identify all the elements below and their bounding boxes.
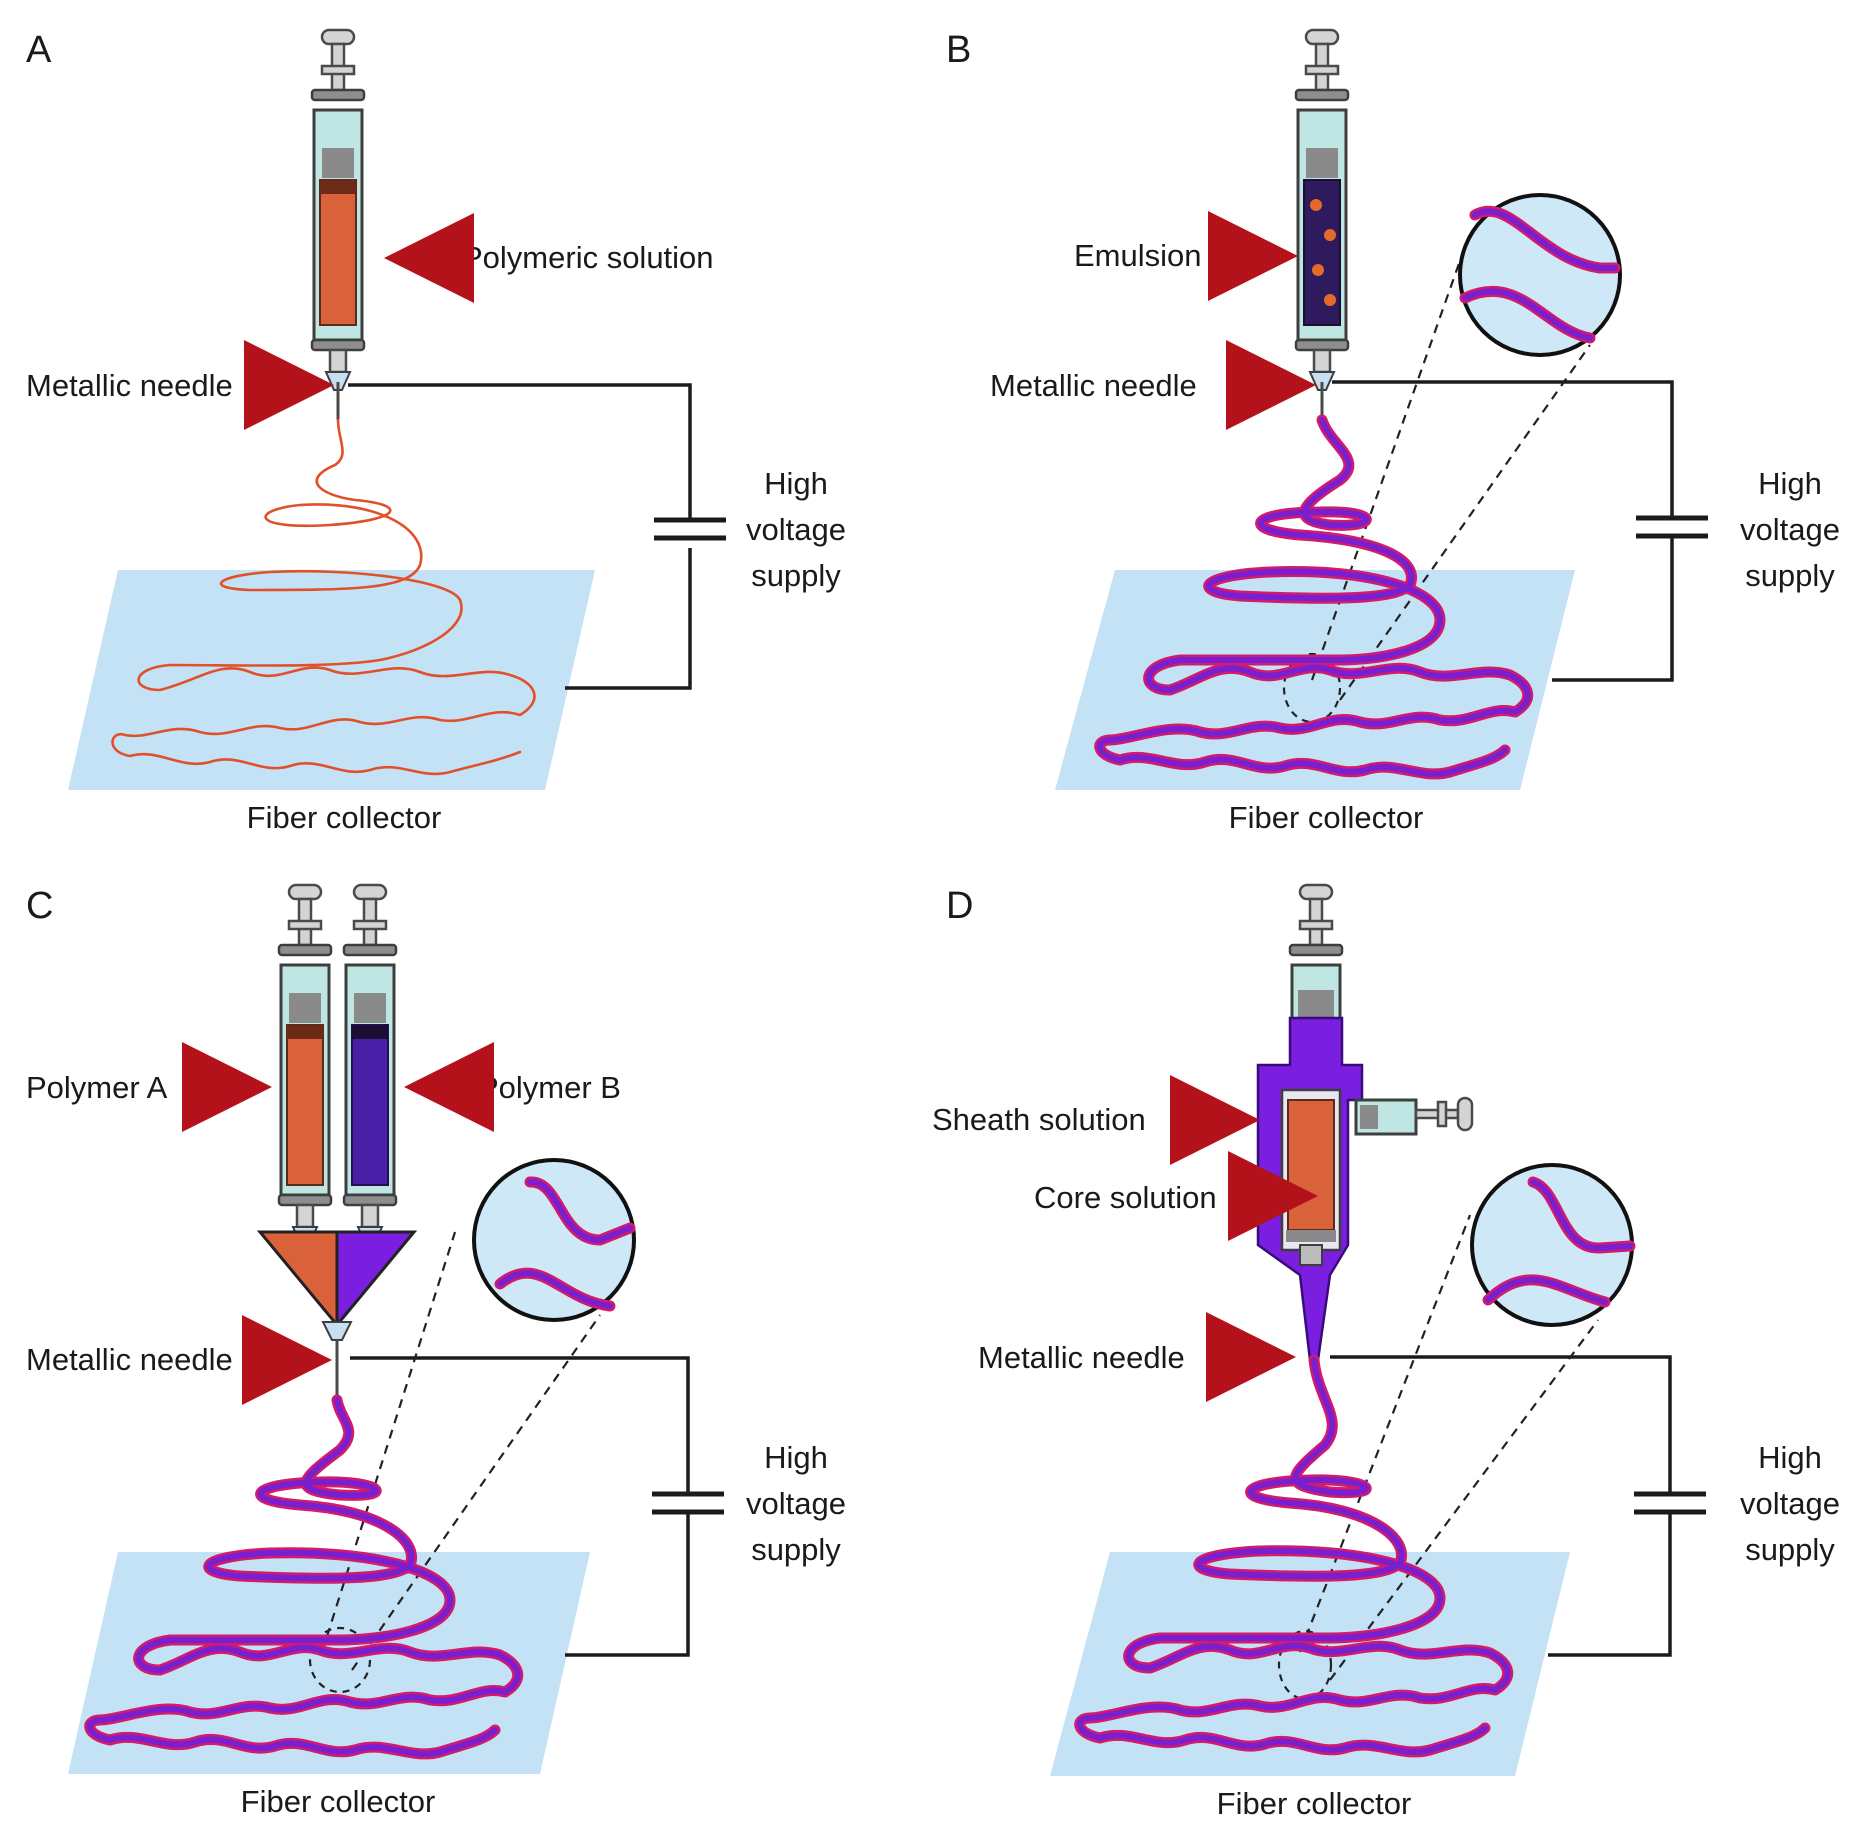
high-voltage-label-line3: supply	[1745, 1532, 1835, 1567]
metallic-needle-label: Metallic needle	[26, 368, 233, 403]
fiber-collector-label: Fiber collector	[247, 800, 442, 835]
syringe	[1294, 28, 1350, 392]
high-voltage-label-line1: High	[1758, 1440, 1822, 1475]
high-voltage-label-line2: voltage	[1740, 1486, 1840, 1521]
polymer-a-label: Polymer A	[26, 1070, 168, 1105]
fiber-collector-label: Fiber collector	[241, 1784, 436, 1819]
fiber-collector-label: Fiber collector	[1217, 1786, 1412, 1821]
dual-nozzle-funnel	[256, 1230, 418, 1341]
fiber-collector-plate	[68, 570, 595, 790]
syringe-a	[277, 883, 333, 1247]
fiber-collector-label: Fiber collector	[1229, 800, 1424, 835]
syringe-b	[342, 883, 398, 1247]
high-voltage-label-line3: supply	[1745, 558, 1835, 593]
metallic-needle-label: Metallic needle	[990, 368, 1197, 403]
core-solution-label: Core solution	[1034, 1180, 1217, 1215]
panel-b: B Emulsion	[946, 28, 1840, 835]
panel-c: C	[26, 883, 846, 1819]
high-voltage-label-line3: supply	[751, 1532, 841, 1567]
polymer-b-label: Polymer B	[478, 1070, 621, 1105]
high-voltage-label-line2: voltage	[746, 512, 846, 547]
high-voltage-label-line2: voltage	[1740, 512, 1840, 547]
high-voltage-label-line1: High	[764, 1440, 828, 1475]
high-voltage-label-line3: supply	[751, 558, 841, 593]
high-voltage-label-line1: High	[1758, 466, 1822, 501]
sheath-solution-label: Sheath solution	[932, 1102, 1146, 1137]
polymer-fiber	[1074, 1354, 1513, 1758]
magnification-circle	[1458, 193, 1622, 357]
metallic-needle-label: Metallic needle	[978, 1340, 1185, 1375]
panel-letter-a: A	[26, 29, 52, 71]
high-voltage-label-line2: voltage	[746, 1486, 846, 1521]
high-voltage-label-line1: High	[764, 466, 828, 501]
coaxial-syringe	[1256, 883, 1474, 1362]
panel-letter-d: D	[946, 885, 973, 927]
emulsion-label: Emulsion	[1074, 238, 1202, 273]
panel-a: A Polymeric solution Metallic needle Hig…	[26, 28, 846, 835]
polymer-fiber	[84, 1394, 523, 1760]
polymer-fiber	[1094, 414, 1533, 780]
syringe	[310, 28, 366, 392]
panel-letter-c: C	[26, 885, 53, 927]
panel-letter-b: B	[946, 29, 971, 71]
polymeric-solution-label: Polymeric solution	[462, 240, 714, 275]
polymer-fiber	[111, 418, 536, 776]
panel-d: D	[932, 883, 1840, 1821]
metallic-needle-label: Metallic needle	[26, 1342, 233, 1377]
